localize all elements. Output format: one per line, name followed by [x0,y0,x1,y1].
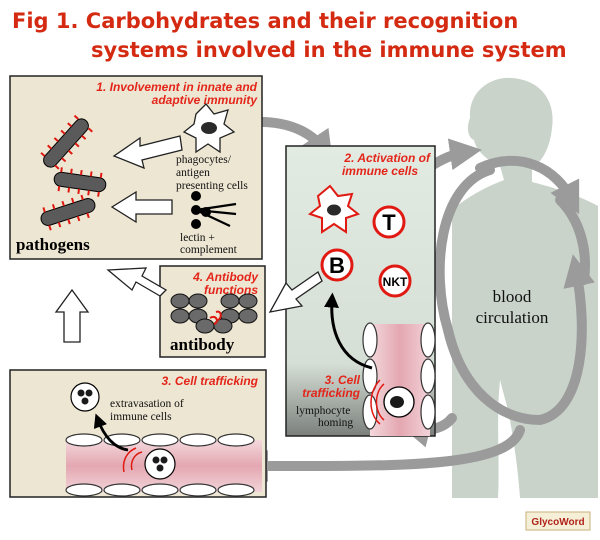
panel4-title: 3. Cell trafficking [162,374,259,388]
rolling-cell-icon [122,447,176,480]
migration-arrow [324,292,373,370]
extravasated-cell-icon [70,382,100,412]
extravasation-label-line2: immune cells [110,411,172,423]
phagocytes-label-line2: antigen [176,167,210,179]
white-arrow-icon [54,288,90,343]
panel3-title-line1: 4. Antibody [192,270,259,284]
lectin-label-line1: lectin + [180,232,215,244]
panel2-title-line2: immune cells [342,164,418,178]
vertical-vessel [362,322,436,436]
blood-circulation-label-line1: blood [493,287,532,306]
pathogen-icon [40,114,93,170]
panel2-title-line1: 2. Activation of [343,151,431,165]
pathogen-icon [40,194,96,231]
panel-activation: 2. Activation of immune cells T B NKT [268,145,436,437]
b-cell-label: B [329,253,345,278]
panel1-title-line2: adaptive immunity [152,93,259,107]
lectin-label-line2: complement [180,244,238,256]
glycan-icon [209,310,222,325]
logo-text: GlycoWord [531,517,584,528]
white-arrow-icon [106,267,168,297]
lectin-complement-icon [191,191,237,229]
lymphocyte-icon [370,379,415,425]
panel2-trafficking-line2: trafficking [302,386,360,400]
blood-circulation-label-line2: circulation [476,308,549,327]
antibody-icon [170,293,258,334]
panel1-title-line1: 1. Involvement in innate and [96,80,257,94]
extravasation-label-line1: extravasation of [110,398,184,410]
white-arrow-icon [268,271,323,313]
nkt-cell-icon: NKT [378,264,412,298]
t-cell-icon: T [372,205,406,239]
phagocytes-label-line3: presenting cells [176,180,248,192]
antibody-label: antibody [170,335,235,354]
pathogens-label: pathogens [16,235,90,254]
b-cell-icon: B [320,248,354,282]
panel-innate-adaptive: 1. Involvement in innate and adaptive im… [9,75,263,260]
panel-cell-trafficking: 3. Cell trafficking extravasation of imm… [9,369,267,498]
panel-antibody: 4. Antibody functions antibody [159,265,266,358]
t-cell-label: T [382,210,396,235]
figure-title-line2: systems involved in the immune system [91,38,567,62]
pathogen-icon [53,167,107,197]
human-silhouette [452,77,598,498]
homing-label-line2: homing [318,417,353,429]
white-arrow-icon [110,190,173,224]
extravasation-arrow [93,413,129,452]
dendritic-cell-icon [307,184,361,234]
nkt-cell-label: NKT [383,275,408,289]
glycoword-logo: GlycoWord [525,511,591,531]
panel2-trafficking-line1: 3. Cell [325,373,361,387]
phagocyte-icon [182,103,236,154]
figure-title-line1: Fig 1. Carbohydrates and their recogniti… [12,9,518,33]
white-arrow-icon [112,135,183,170]
panel3-title-line2: functions [204,283,258,297]
homing-label-line1: lymphocyte [296,405,350,417]
phagocytes-label-line1: phagocytes/ [176,154,232,166]
